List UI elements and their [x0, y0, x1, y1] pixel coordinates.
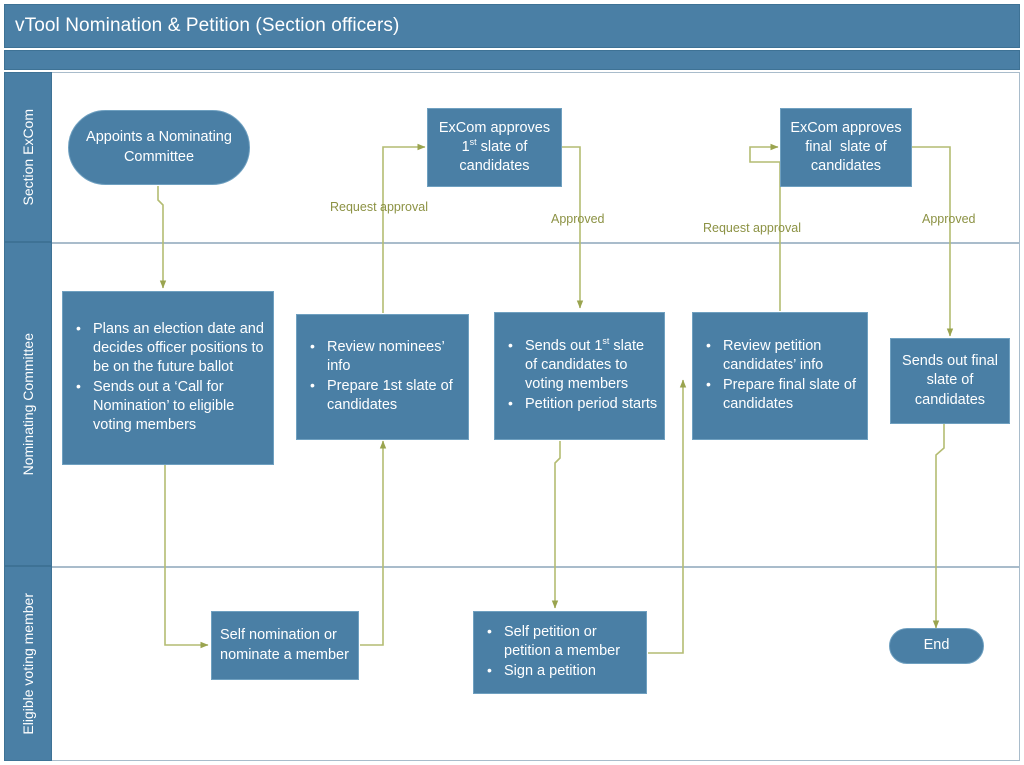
node-end[interactable]: End: [889, 628, 984, 664]
lane-divider-1: [52, 242, 1020, 244]
node-review-nominees-info[interactable]: Review nominees’ info Prepare 1st slate …: [296, 314, 469, 440]
ordinal-suffix: st: [469, 137, 477, 148]
node-sends-first-slate[interactable]: Sends out 1st slate of candidates to vot…: [494, 312, 665, 440]
node-sends-final-slate[interactable]: Sends out final slate of candidates: [890, 338, 1010, 424]
lane-label-nominating-committee: Nominating Committee: [20, 332, 36, 476]
node-appoints-nominating-committee[interactable]: Appoints a Nominating Committee: [68, 110, 250, 185]
node-text-line2-suffix: slate of: [476, 138, 528, 155]
node-text-line2: final slate of: [805, 138, 887, 155]
lane-header-nominating-committee: Nominating Committee: [4, 242, 52, 566]
page-title: vTool Nomination & Petition (Section off…: [15, 15, 400, 36]
node-text: ExCom approves 1st slate of candidates: [439, 119, 550, 176]
lane-divider-2: [52, 566, 1020, 568]
list-item: Sign a petition: [487, 661, 640, 681]
edge-label-approved-2: Approved: [922, 212, 976, 226]
list-item: Plans an election date and decides offic…: [76, 319, 267, 377]
node-text: Sends out final slate of candidates: [902, 353, 998, 408]
diagram-title-bar: vTool Nomination & Petition (Section off…: [4, 4, 1020, 48]
node-self-nomination[interactable]: Self nomination or nominate a member: [211, 611, 359, 680]
bullet-list: Sends out 1st slate of candidates to vot…: [499, 335, 658, 416]
node-text: Self nomination or nominate a member: [220, 627, 349, 663]
bullet-list: Self petition or petition a member Sign …: [478, 622, 640, 682]
bullet-text-prefix: Sends out 1: [525, 337, 603, 354]
list-item: Petition period starts: [508, 394, 658, 414]
edge-label-request-approval-1: Request approval: [330, 200, 428, 214]
node-text: ExCom approves final slate of candidates: [790, 119, 901, 176]
list-item: Prepare 1st slate of candidates: [310, 376, 462, 415]
node-excom-approves-first-slate[interactable]: ExCom approves 1st slate of candidates: [427, 108, 562, 187]
lane-label-section-excom: Section ExCom: [20, 108, 36, 206]
ordinal-suffix: st: [602, 335, 610, 346]
bullet-list: Plans an election date and decides offic…: [67, 319, 267, 437]
node-text: Appoints a Nominating Committee: [86, 129, 232, 165]
list-item: Prepare final slate of candidates: [706, 375, 861, 414]
bullet-list: Review petition candidates’ info Prepare…: [697, 336, 861, 416]
node-plans-election-date[interactable]: Plans an election date and decides offic…: [62, 291, 274, 465]
list-item: Review petition candidates’ info: [706, 336, 861, 375]
node-text-line3: candidates: [459, 158, 530, 175]
list-item: Review nominees’ info: [310, 337, 462, 376]
node-text-line3: candidates: [810, 158, 882, 175]
node-text-line1: ExCom approves: [790, 119, 902, 136]
list-item: Self petition or petition a member: [487, 622, 640, 661]
edge-label-request-approval-2: Request approval: [703, 221, 801, 235]
node-text: End: [923, 637, 950, 654]
lane-header-section-excom: Section ExCom: [4, 72, 52, 242]
bullet-text-suffix: slate of candidates to voting members: [525, 337, 645, 392]
title-accent-strip: [4, 50, 1020, 70]
list-item: Sends out 1st slate of candidates to vot…: [508, 335, 658, 394]
edge-label-approved-1: Approved: [551, 212, 605, 226]
node-excom-approves-final-slate[interactable]: ExCom approves final slate of candidates: [780, 108, 912, 187]
node-review-petition-candidates[interactable]: Review petition candidates’ info Prepare…: [692, 312, 868, 440]
node-text-line2-prefix: 1: [461, 138, 470, 155]
lane-header-eligible-voting-member: Eligible voting member: [4, 566, 52, 761]
list-item: Sends out a ‘Call for Nomination’ to eli…: [76, 377, 267, 435]
lane-label-eligible-voting-member: Eligible voting member: [20, 592, 36, 735]
node-text-line1: ExCom approves: [438, 119, 551, 136]
bullet-list: Review nominees’ info Prepare 1st slate …: [301, 337, 462, 417]
node-self-petition[interactable]: Self petition or petition a member Sign …: [473, 611, 647, 694]
